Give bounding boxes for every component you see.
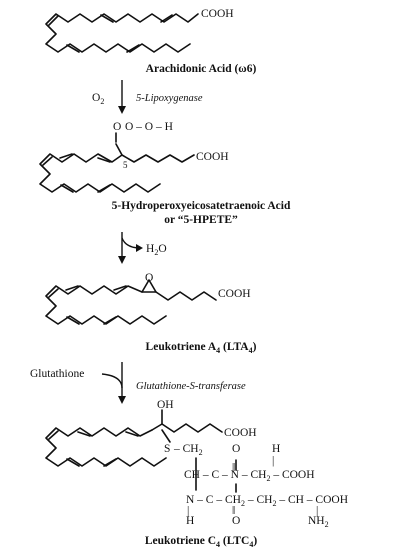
ltc4-nh2-bond: |	[316, 505, 318, 517]
ltc4-o-top-1: O	[232, 443, 240, 455]
lta4-label: Leukotriene A4 (LTA4)	[146, 341, 257, 355]
hpete-structure: O O – O – H 5 COOH	[39, 121, 229, 193]
hpete-label-line2: or “5-HPETE”	[164, 214, 238, 226]
ltc4-nh2: NH2	[308, 515, 329, 529]
ltc4-ch-row: CH – C – N – CH2 – COOH	[184, 469, 315, 483]
arachidonic-acid-structure: COOH	[45, 8, 234, 53]
ltc4-o-top-2: ‖	[232, 462, 235, 474]
ltc4-h-bottom-bond: |	[187, 505, 189, 517]
reaction-arrow-2	[118, 232, 143, 264]
lta4-epoxide-o: O	[145, 272, 153, 284]
ltc4-n-row: N – C – CH2 – CH2 – CH – COOH	[186, 494, 348, 508]
hpete-label-line1: 5-Hydroperoxyeicosatetraenoic Acid	[112, 200, 291, 212]
reagent-glutathione: Glutathione	[30, 368, 84, 380]
ltc4-o-bottom-bond: ‖	[232, 505, 235, 517]
arachidonic-acid-label: Arachidonic Acid (ω6)	[146, 63, 257, 75]
ltc4-cooh-1: COOH	[224, 427, 257, 439]
enzyme-glutathione-s-transferase: Glutathione-S-transferase	[136, 381, 246, 392]
hpete-position-5: 5	[123, 160, 128, 170]
reaction-arrow-3	[101, 362, 126, 404]
reagent-o2: O2	[92, 92, 104, 106]
ltc4-ch2: – CH2	[173, 443, 203, 457]
hpete-cooh: COOH	[196, 151, 229, 163]
reaction-arrow-1	[118, 80, 126, 114]
arachidonic-cooh: COOH	[201, 8, 234, 20]
lta4-structure: O COOH	[45, 272, 251, 325]
ltc4-structure: OH COOH S – CH2 O ‖ H | CH – C – N – CH2…	[45, 399, 348, 529]
enzyme-5-lipoxygenase: 5-Lipoxygenase	[136, 93, 203, 104]
ltc4-s-atom: S	[164, 443, 170, 455]
ltc4-label: Leukotriene C4 (LTC4)	[145, 535, 258, 549]
hpete-o-atom: O	[113, 121, 121, 133]
hpete-hydroperoxy: O – O – H	[125, 121, 173, 133]
ltc4-h-top: H	[272, 443, 280, 455]
ltc4-h-top-bond: |	[272, 455, 274, 467]
lta4-cooh: COOH	[218, 288, 251, 300]
ltc4-h-bottom: H	[186, 515, 194, 527]
side-product-h2o: H2O	[146, 243, 167, 257]
ltc4-o-bottom: O	[232, 515, 240, 527]
ltc4-oh: OH	[157, 399, 174, 411]
